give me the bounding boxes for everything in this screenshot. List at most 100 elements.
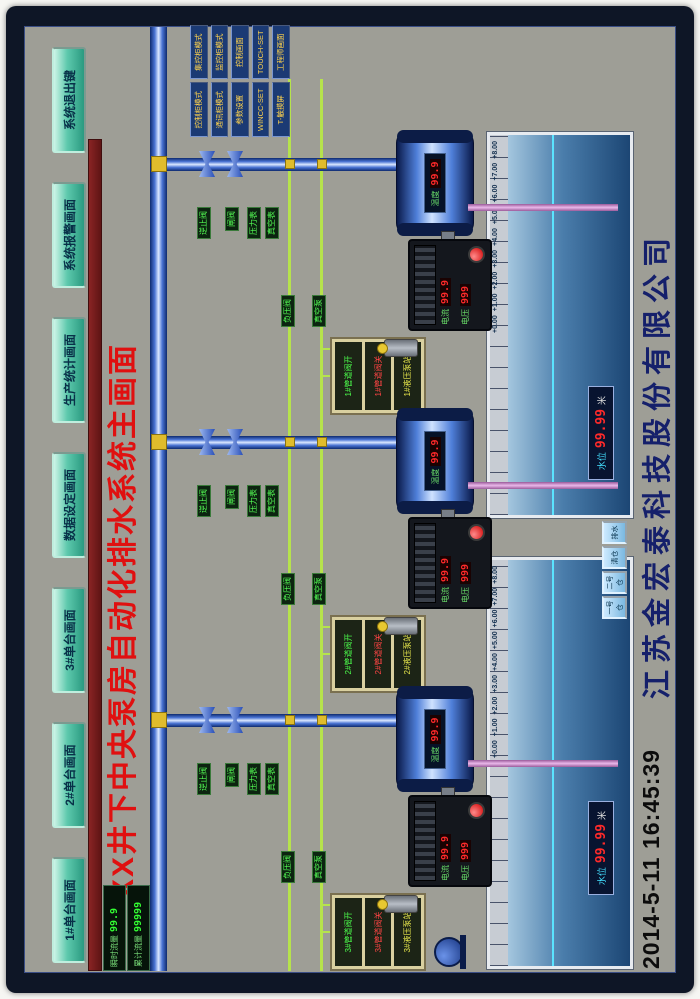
pump2-temp-label: 温度 [430,468,440,485]
motor-current-value: 99.9 [440,833,451,862]
pump1-temp-label: 温度 [430,190,440,207]
pump3-temp-value: 99.9 [429,715,441,744]
check-valve-tag: 逆止阀 [197,763,211,795]
hydraulic-tank-icon [384,339,418,357]
pump1-temp-readout: 温度 99.9 [424,153,446,213]
motor-current-row: 电流 99.9 [440,555,451,603]
vacuum-gauge-tag: 真空表 [265,207,279,239]
gate-valve-tag: 闸阀 [225,485,239,509]
gate-valve-tag: 闸阀 [225,207,239,231]
vacuum-valve-tag: 负压阀 [281,851,295,883]
junction-dot-icon [317,437,327,447]
ctrl-engineer-screen-button[interactable]: 工程师画面 [272,25,290,80]
ctrl-touchscreen-button[interactable]: T-触摸屏 [272,82,290,137]
pipe-tee-icon [151,156,167,172]
motor-current-value: 99.9 [440,277,451,306]
panel-sensor-stub [323,375,330,377]
sump-button-3[interactable]: 清仓 [602,546,627,569]
motor-voltage-row: 电压 999 [460,283,471,325]
vacuum-pump-tag: 真空泵 [312,573,326,605]
vacuum-gauge-tag: 真空表 [265,763,279,795]
tank2-level-label: 水位 [596,867,607,886]
junction-dot-icon [317,159,327,169]
panel-sensor-stub [323,931,330,933]
ctrl-control-screen-button[interactable]: 控制画面 [231,25,249,80]
tank1-level-readout: 水位 99.99 米 [588,386,614,480]
valve-open-status: 2#管道阀开 [335,620,362,688]
junction-dot-icon [285,715,295,725]
motor-stop-indicator [468,246,485,263]
motor-voltage-label: 电压 [461,309,470,325]
vacuum-valve-tag: 负压阀 [281,295,295,327]
jet-pump-base [460,935,466,969]
motor-current-row: 电流 99.9 [440,277,451,325]
jet-pump-icon [432,935,466,969]
pump2-temp-readout: 温度 99.9 [424,431,446,491]
pump3-suction-pipe [468,760,618,767]
hydraulic-tank-icon [384,617,418,635]
tank1-level-unit: 米 [596,395,607,405]
ctrl-touch-set-button[interactable]: TOUCH-SET [251,25,270,80]
motor-stop-indicator [468,524,485,541]
motor-voltage-row: 电压 999 [460,839,471,881]
pressure-gauge-tag: 压力表 [247,207,261,239]
pump2-suction-pipe [468,482,618,489]
pipe-tee-icon [151,712,167,728]
pump3-temp-readout: 温度 99.9 [424,709,446,769]
pump2-motor[interactable]: 电流 99.9 电压 999 [408,517,492,609]
junction-dot-icon [285,159,295,169]
pump2-temp-value: 99.9 [429,437,441,466]
tank2-level-readout: 水位 99.99 米 [588,801,614,895]
sump-button-4[interactable]: 排水 [602,521,627,544]
pump3-riser-pipe [167,714,400,727]
motor-current-label: 电流 [441,309,450,325]
junction-dot-icon [285,437,295,447]
junction-dot-icon [317,715,327,725]
tank1-level-label: 水位 [596,452,607,471]
motor-current-row: 电流 99.9 [440,833,451,881]
pipe-tee-icon [151,434,167,450]
panel-sensor-stub [323,653,330,655]
ctrl-monitor-cabinet-mode-button[interactable]: 监控柜模式 [210,25,229,80]
tank2-level-unit: 米 [596,810,607,820]
motor-current-value: 99.9 [440,555,451,584]
check-valve-tag: 逆止阀 [197,207,211,239]
vacuum-gauge-tag: 真空表 [265,485,279,517]
ctrl-control-cabinet-mode-button[interactable]: 控制柜模式 [190,82,208,137]
pump1-riser-pipe [167,158,400,171]
pressure-gauge-tag: 压力表 [247,485,261,517]
vacuum-pump-tag: 真空泵 [312,851,326,883]
motor-current-label: 电流 [441,587,450,603]
tank2-level-value: 99.99 [593,823,609,864]
pump3-motor[interactable]: 电流 99.9 电压 999 [408,795,492,887]
motor-voltage-value: 999 [460,561,471,584]
motor-voltage-label: 电压 [461,587,470,603]
control-mode-panel: 控制柜模式 集控柜模式 通讯柜模式 监控柜模式 参数设置 控制画面 WINCC-… [190,25,290,137]
motor-voltage-value: 999 [460,839,471,862]
motor-voltage-row: 电压 999 [460,561,471,603]
check-valve-tag: 逆止阀 [197,485,211,517]
ctrl-wincc-set-button[interactable]: WINCC-SET [251,82,270,137]
sump-button-2[interactable]: 二号仓 [602,571,627,594]
hydraulic-tank-icon [384,895,418,913]
pump2-riser-pipe [167,436,400,449]
pump3-temp-label: 温度 [430,746,440,763]
ctrl-central-cabinet-mode-button[interactable]: 集控柜模式 [190,25,208,80]
sump-selector-group: 一号仓 二号仓 清仓 排水 [602,521,627,619]
motor-voltage-value: 999 [460,283,471,306]
pressure-gauge-tag: 压力表 [247,763,261,795]
sump-button-1[interactable]: 一号仓 [602,596,627,619]
motor-voltage-label: 电压 [461,865,470,881]
vacuum-valve-tag: 负压阀 [281,573,295,605]
valve-open-status: 3#管道阀开 [335,898,362,966]
datetime-display: 2014-5-11 16:45:39 [638,748,664,969]
ctrl-param-setting-button[interactable]: 参数设置 [231,82,249,137]
pump1-suction-pipe [468,204,618,211]
motor-current-label: 电流 [441,865,450,881]
pump1-motor[interactable]: 电流 99.9 电压 999 [408,239,492,331]
motor-stop-indicator [468,802,485,819]
ctrl-comm-cabinet-mode-button[interactable]: 通讯柜模式 [210,82,229,137]
tank1-level-value: 99.99 [593,408,609,449]
